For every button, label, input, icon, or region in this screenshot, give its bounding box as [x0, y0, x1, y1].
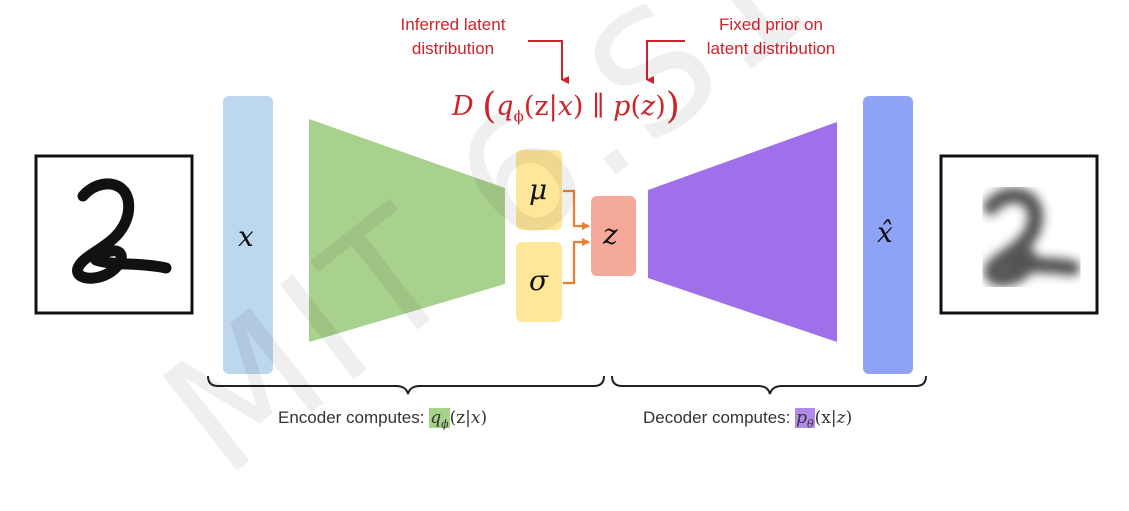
- encoder-caption-open: (z|: [449, 408, 471, 428]
- formula-d: D: [452, 91, 474, 122]
- sigma-connector: [563, 238, 590, 285]
- formula-lparen: (: [482, 86, 497, 127]
- mu-box: [516, 150, 562, 230]
- decoder-caption-z: z: [836, 408, 846, 428]
- decoder-caption-p: pθ: [795, 408, 815, 431]
- inferred-line-1: Inferred latent: [400, 15, 506, 34]
- formula-z: z: [640, 91, 656, 122]
- formula-parallel: ∥: [592, 91, 605, 122]
- decoder-brace: [611, 375, 927, 395]
- vae-diagram: Inferred latent distribution Fixed prior…: [34, 0, 1099, 511]
- encoder-trapezoid: [309, 119, 505, 342]
- input-bar: [223, 96, 273, 374]
- formula-phi: ϕ: [513, 107, 524, 126]
- input-x-label: x: [238, 220, 254, 253]
- output-bar: [863, 96, 913, 374]
- inferred-arrow: [528, 40, 569, 84]
- inferred-latent-label: Inferred latent distribution: [383, 13, 523, 61]
- mu-label: μ: [529, 173, 548, 206]
- decoder-caption: Decoder computes: pθ(x|z): [643, 408, 852, 430]
- decoder-trapezoid: [648, 122, 837, 342]
- decoder-caption-close: ): [845, 408, 853, 428]
- decoder-caption-theta: θ: [807, 417, 814, 431]
- encoder-caption-x: x: [470, 408, 481, 428]
- decoder-caption-prefix: Decoder computes:: [643, 408, 796, 427]
- fixed-prior-label: Fixed prior on latent distribution: [686, 13, 856, 61]
- encoder-caption-prefix: Encoder computes:: [278, 408, 430, 427]
- prior-line-1: Fixed prior on: [719, 15, 823, 34]
- input-digit-image: [34, 154, 194, 315]
- formula-arg-open: (z|: [523, 91, 558, 122]
- kl-divergence-formula: D (qϕ(z|x) ∥ p(z)): [452, 86, 680, 127]
- encoder-brace: [207, 375, 605, 395]
- output-digit-image: [939, 154, 1099, 315]
- prior-arrow: [646, 40, 685, 84]
- formula-x: x: [557, 91, 573, 122]
- formula-p-close: ): [655, 91, 666, 122]
- formula-q: q: [496, 91, 514, 122]
- blurred-digit-icon: [983, 187, 1080, 287]
- latent-box: [591, 196, 636, 276]
- formula-p-open: (: [630, 91, 641, 122]
- sigma-label: σ: [529, 264, 549, 297]
- mu-connector: [563, 189, 590, 230]
- decoder-caption-content: (x|: [814, 408, 837, 428]
- prior-line-2: latent distribution: [706, 39, 836, 58]
- formula-rparen: ): [665, 86, 680, 127]
- inferred-line-2: distribution: [411, 39, 495, 58]
- diagram-shapes: [34, 40, 1099, 395]
- encoder-caption-phi: ϕ: [441, 417, 449, 431]
- encoder-caption-q: qϕ: [429, 408, 450, 431]
- formula-p: p: [613, 91, 631, 122]
- handwritten-digit-icon: [72, 178, 172, 284]
- encoder-caption-close: ): [480, 408, 488, 428]
- sigma-box: [516, 242, 562, 322]
- output-xhat-label: x̂: [877, 216, 893, 249]
- formula-arg-close: ): [572, 91, 584, 122]
- latent-z-label: z: [603, 218, 618, 251]
- encoder-caption: Encoder computes: qϕ(z|x): [278, 408, 487, 430]
